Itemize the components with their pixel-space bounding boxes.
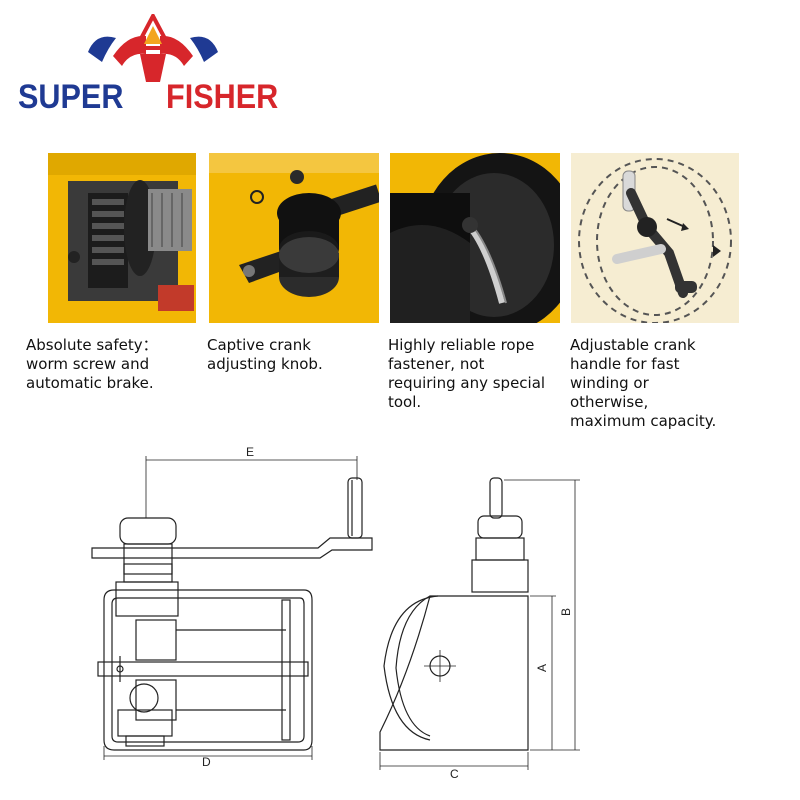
dimension-label-e: E (246, 445, 254, 459)
logo-word-super: SUPER (18, 78, 124, 116)
feature-caption-safety: Absolute safety： worm screw and automati… (26, 336, 158, 392)
worm-gear-photo (48, 153, 196, 323)
dimension-label-b: B (559, 608, 573, 616)
rope-fastener-photo (390, 153, 560, 323)
front-view (91, 456, 373, 760)
crank-handle-illustration (571, 153, 739, 323)
brand-logo: SUPER FISHER (18, 14, 288, 124)
side-view (379, 477, 580, 770)
feature-caption-rope: Highly reliable rope fastener, not requi… (388, 336, 546, 411)
logo-word-fisher: FISHER (166, 78, 279, 116)
crank-knob-photo (209, 153, 379, 323)
dimension-drawing: E D C A B (91, 445, 580, 781)
dimension-label-d: D (202, 755, 211, 769)
feature-caption-handle: Adjustable crank handle for fast winding… (570, 336, 717, 430)
strongman-emblem-icon (88, 14, 218, 82)
dimension-label-a: A (535, 664, 549, 672)
dimension-label-c: C (450, 767, 459, 781)
feature-caption-knob: Captive crank adjusting knob. (207, 336, 323, 373)
